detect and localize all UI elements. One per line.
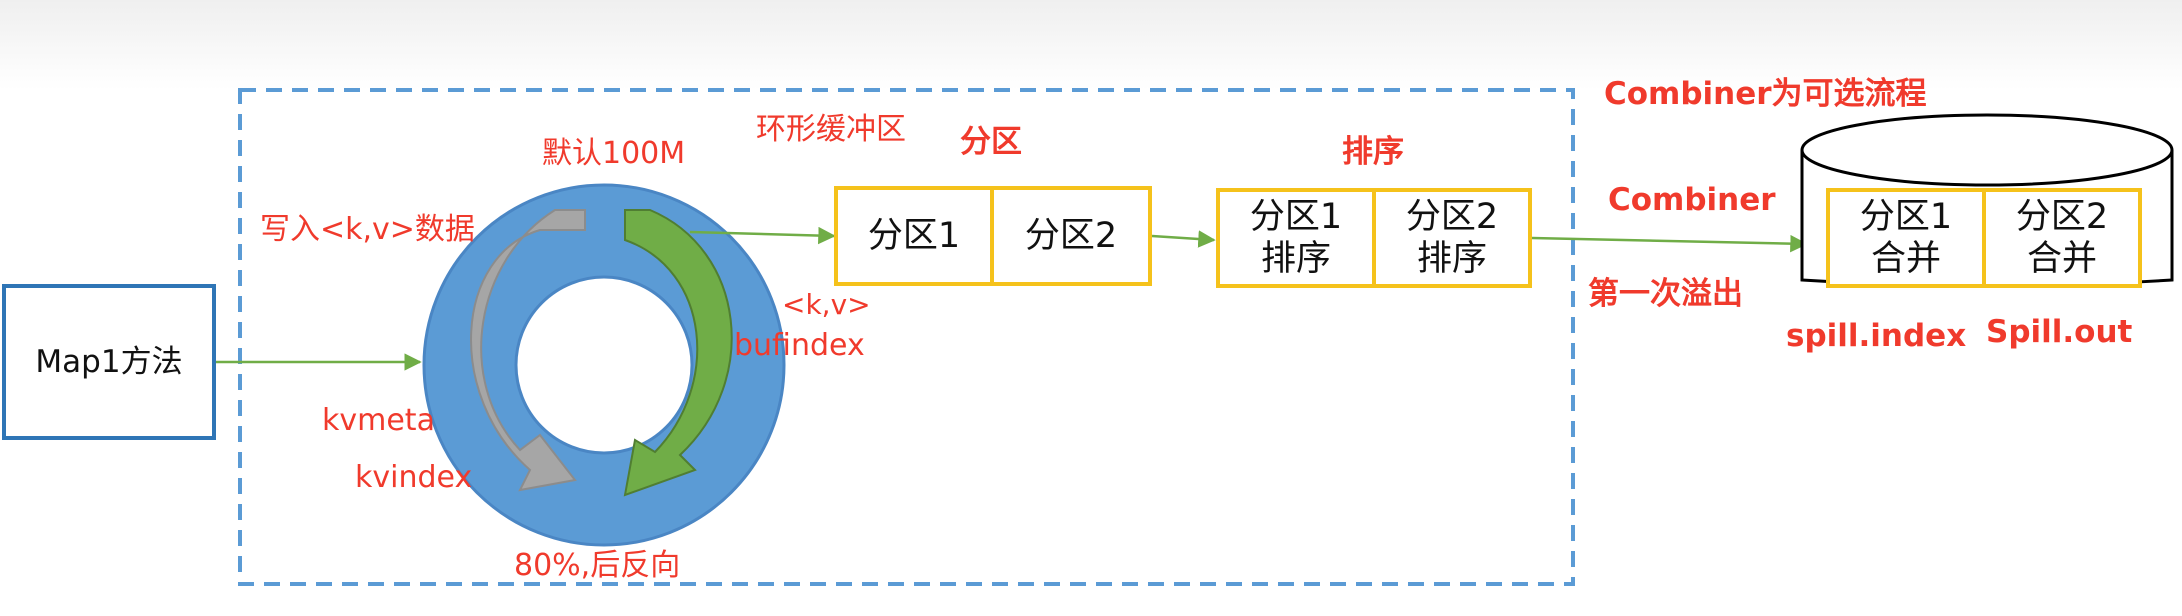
kv-label: <k,v> bbox=[782, 288, 871, 321]
merge-cell-1-line1: 分区1 bbox=[1859, 197, 1953, 237]
sort-cell-1: 分区1 排序 bbox=[1216, 188, 1374, 288]
arrow-buffer-to-partition bbox=[689, 226, 836, 245]
map-method-label: Map1方法 bbox=[35, 344, 183, 380]
sort-cell-2: 分区2 排序 bbox=[1374, 188, 1532, 288]
spill-index-label: spill.index bbox=[1786, 318, 1967, 354]
combiner-label: Combiner bbox=[1608, 182, 1776, 218]
map-method-box bbox=[2, 284, 216, 440]
sort-cell-2-line2: 排序 bbox=[1416, 239, 1487, 279]
merge-cell-1-line2: 合并 bbox=[1870, 239, 1941, 279]
spill-out-label: Spill.out bbox=[1986, 314, 2133, 350]
sort-cell-1-line2: 排序 bbox=[1260, 239, 1331, 279]
sort-cell-2-line1: 分区2 bbox=[1405, 197, 1499, 237]
merge-cell-2-line2: 合并 bbox=[2026, 239, 2097, 279]
arrow-partition-to-sort bbox=[1151, 230, 1216, 248]
arrow-sort-to-merge bbox=[1531, 234, 1808, 253]
merge-cell-2-line1: 分区2 bbox=[2015, 197, 2109, 237]
ring-buffer-title: 环形缓冲区 bbox=[756, 112, 906, 147]
sort-cell-1-line1: 分区1 bbox=[1249, 197, 1343, 237]
map-task-region bbox=[238, 88, 1575, 586]
ring-buffer bbox=[422, 183, 786, 547]
combiner-optional-note: Combiner为可选流程 bbox=[1604, 76, 1927, 112]
merge-cell-2: 分区2 合并 bbox=[1984, 188, 2142, 288]
gray-curve-arrow bbox=[470, 209, 586, 492]
reverse-label: 80%,后反向 bbox=[514, 548, 681, 583]
default-size-label: 默认100M bbox=[542, 136, 686, 171]
bufindex-label: bufindex bbox=[734, 328, 865, 363]
merge-cell-1: 分区1 合并 bbox=[1826, 188, 1984, 288]
kvindex-label: kvindex bbox=[355, 460, 473, 495]
partition-cell-2: 分区2 bbox=[992, 186, 1152, 286]
first-spill-label: 第一次溢出 bbox=[1588, 276, 1743, 312]
partition-cell-1: 分区1 bbox=[834, 186, 992, 286]
write-data-label: 写入<k,v>数据 bbox=[260, 212, 475, 247]
kvmeta-label: kvmeta bbox=[322, 403, 435, 438]
partition-title: 分区 bbox=[960, 124, 1022, 160]
sort-title: 排序 bbox=[1342, 134, 1404, 170]
green-curve-arrow bbox=[623, 209, 733, 497]
